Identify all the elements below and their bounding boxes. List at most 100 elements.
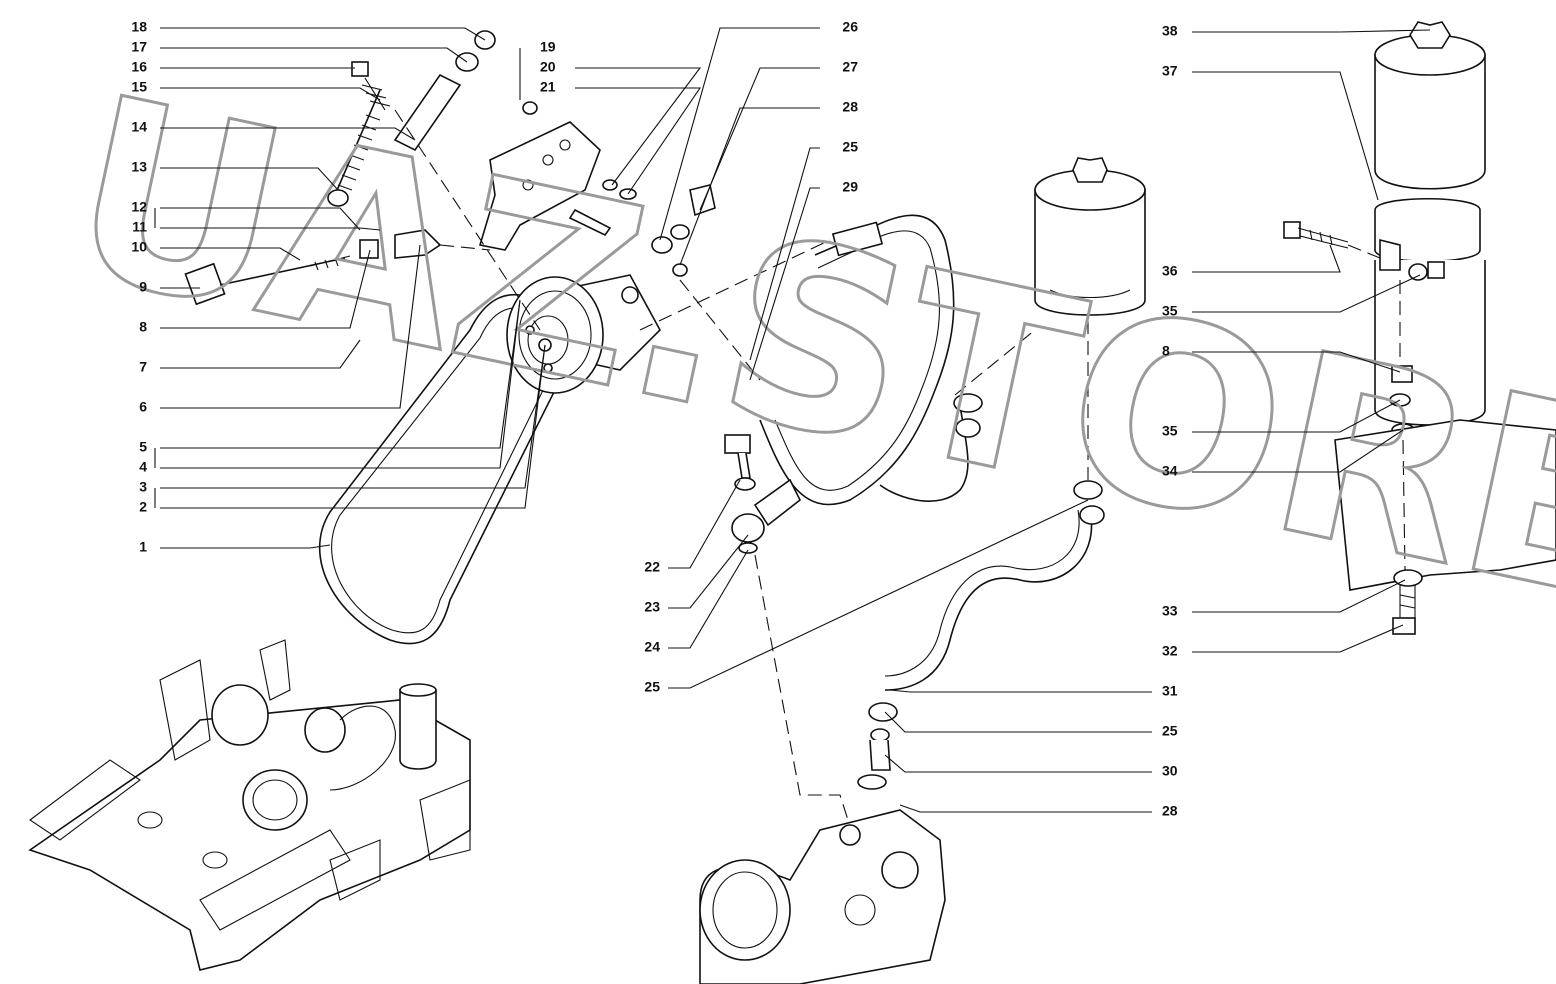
banjo-bolt <box>689 184 716 217</box>
leader-32-8 <box>1192 624 1404 653</box>
callout-12: 12 <box>131 199 147 215</box>
power-steering-pump <box>506 274 661 394</box>
callout-18: 18 <box>131 19 147 35</box>
leader-18 <box>160 27 486 41</box>
leader-6 <box>160 244 421 409</box>
callout-4: 4 <box>139 459 147 475</box>
leader-1 <box>160 544 331 549</box>
adjuster-screw <box>334 89 381 196</box>
callout-25-r1: 25 <box>1162 723 1178 739</box>
oil-reservoir-filter <box>1034 157 1146 316</box>
leader-11 <box>160 227 381 231</box>
callout-19: 19 <box>540 39 556 55</box>
callout-31-r0: 31 <box>1162 683 1178 699</box>
callout-labels: 1817161514131211109876543211920212627282… <box>131 19 1431 819</box>
leader-35-3 <box>1192 274 1421 313</box>
leader-38-0 <box>1192 29 1431 33</box>
leader-33-7 <box>1192 579 1406 613</box>
callout-16: 16 <box>131 59 147 75</box>
return-hose <box>884 509 1093 691</box>
callout-23: 23 <box>644 599 660 615</box>
leader-25-r1 <box>884 711 1152 733</box>
callout-37-1: 37 <box>1162 63 1178 79</box>
callout-3: 3 <box>139 479 147 495</box>
callout-32-8: 32 <box>1162 643 1178 659</box>
leader-28-r3 <box>899 804 1152 813</box>
callout-13: 13 <box>131 159 147 175</box>
callout-2: 2 <box>139 499 147 515</box>
leader-3 <box>160 344 546 489</box>
leader-10 <box>160 247 301 261</box>
callout-1: 1 <box>139 539 147 555</box>
leader-4 <box>160 299 521 469</box>
svg-text:UAZ.STORE: UAZ.STORE <box>49 42 1556 658</box>
callout-30-r2: 30 <box>1162 763 1178 779</box>
callout-38-0: 38 <box>1162 23 1178 39</box>
callout-17: 17 <box>131 39 147 55</box>
callout-25: 25 <box>644 679 660 695</box>
callout-34-6: 34 <box>1162 463 1178 479</box>
leader-8 <box>160 249 371 329</box>
leader-34-6 <box>1192 429 1404 473</box>
callout-22: 22 <box>644 559 660 575</box>
pressure-hose <box>759 214 955 506</box>
leader-25 <box>749 147 820 361</box>
callout-5: 5 <box>139 439 147 455</box>
watermark: UAZ.STORE <box>47 40 1556 659</box>
callout-24: 24 <box>644 639 660 655</box>
leader-28 <box>679 107 820 266</box>
callout-36-2: 36 <box>1162 263 1178 279</box>
leader-31-r0 <box>889 689 1152 693</box>
callout-35-5: 35 <box>1162 423 1178 439</box>
callout-20: 20 <box>540 59 556 75</box>
leader-24 <box>668 549 749 649</box>
callout-11: 11 <box>132 219 147 235</box>
leader-2 <box>160 344 546 509</box>
callout-25: 25 <box>842 139 858 155</box>
steering-gear <box>699 809 946 984</box>
leader-12 <box>160 207 361 231</box>
chassis-overview-inset <box>28 639 471 971</box>
callout-21: 21 <box>540 79 556 95</box>
leader-17 <box>160 47 468 63</box>
leader-20 <box>575 67 702 186</box>
leader-25 <box>668 499 1089 689</box>
callout-15: 15 <box>131 79 147 95</box>
callout-7: 7 <box>139 359 147 375</box>
callout-29: 29 <box>842 179 858 195</box>
reservoir-tank <box>1374 21 1486 426</box>
leader-37-1 <box>1192 71 1379 201</box>
leader-29 <box>749 187 820 381</box>
leader-35-5 <box>1192 399 1401 433</box>
leader-13 <box>160 167 339 191</box>
callout-27: 27 <box>842 59 858 75</box>
leader-8-4 <box>1192 351 1401 373</box>
leader-30-r2 <box>884 754 1152 773</box>
leader-5 <box>160 299 521 449</box>
leader-14 <box>160 127 416 141</box>
leader-22 <box>668 479 741 569</box>
callout-28: 28 <box>842 99 858 115</box>
callout-6: 6 <box>139 399 147 415</box>
leader-36-2 <box>1192 244 1341 273</box>
callout-26: 26 <box>842 19 858 35</box>
nut-8 <box>359 239 379 259</box>
callout-35-3: 35 <box>1162 303 1178 319</box>
leader-27 <box>699 67 820 211</box>
pump-bracket <box>478 121 601 251</box>
callout-8: 8 <box>139 319 147 335</box>
callout-10: 10 <box>131 239 147 255</box>
callout-33-7: 33 <box>1162 603 1178 619</box>
leader-26 <box>659 27 820 241</box>
drive-belt <box>318 293 567 645</box>
callout-28-r3: 28 <box>1162 803 1178 819</box>
adjuster <box>394 229 442 259</box>
callout-9: 9 <box>139 279 147 295</box>
leader-7 <box>160 339 361 369</box>
callout-8-4: 8 <box>1162 343 1170 359</box>
adjusting-plate <box>393 73 462 152</box>
leader-23 <box>668 534 749 609</box>
leader-21 <box>575 87 702 195</box>
